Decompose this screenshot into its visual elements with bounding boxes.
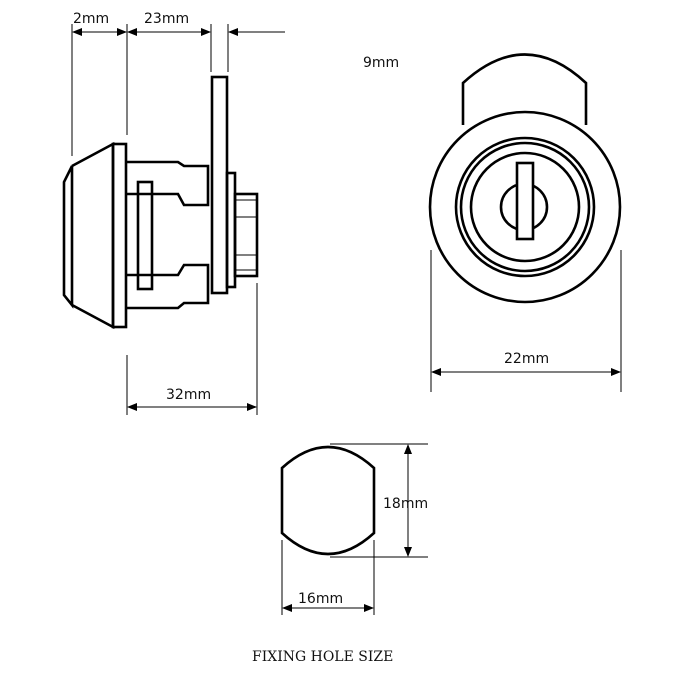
ring-outer [454, 136, 596, 278]
fixing-hole-view: 18mm 16mm FIXING HOLE SIZE [252, 443, 428, 665]
dim-23mm-label: 23mm [144, 11, 189, 27]
hole-outline [280, 445, 376, 556]
dim-18mm-label: 18mm [383, 496, 428, 512]
front-view: 22mm [428, 53, 622, 392]
dim-22mm-label: 22mm [504, 351, 549, 367]
fixing-hole-caption: FIXING HOLE SIZE [252, 649, 393, 665]
dim-2mm-label: 2mm [73, 11, 109, 27]
side-view: 2mm 23mm 9mm 32mm [62, 11, 399, 415]
dim-32mm-label: 32mm [166, 387, 211, 403]
dim-16mm-label: 16mm [298, 591, 343, 607]
key-slot-icon [515, 161, 535, 241]
side-extension-lines [71, 24, 258, 415]
dim-9mm-label: 9mm [363, 55, 399, 71]
outer-bezel [428, 110, 622, 304]
cam-outline [461, 53, 588, 125]
side-dimension-arrows [72, 28, 285, 411]
nut-lines [235, 199, 257, 271]
ring-middle [459, 141, 591, 273]
lock-side-body [62, 75, 259, 330]
ring-inner [469, 151, 581, 263]
